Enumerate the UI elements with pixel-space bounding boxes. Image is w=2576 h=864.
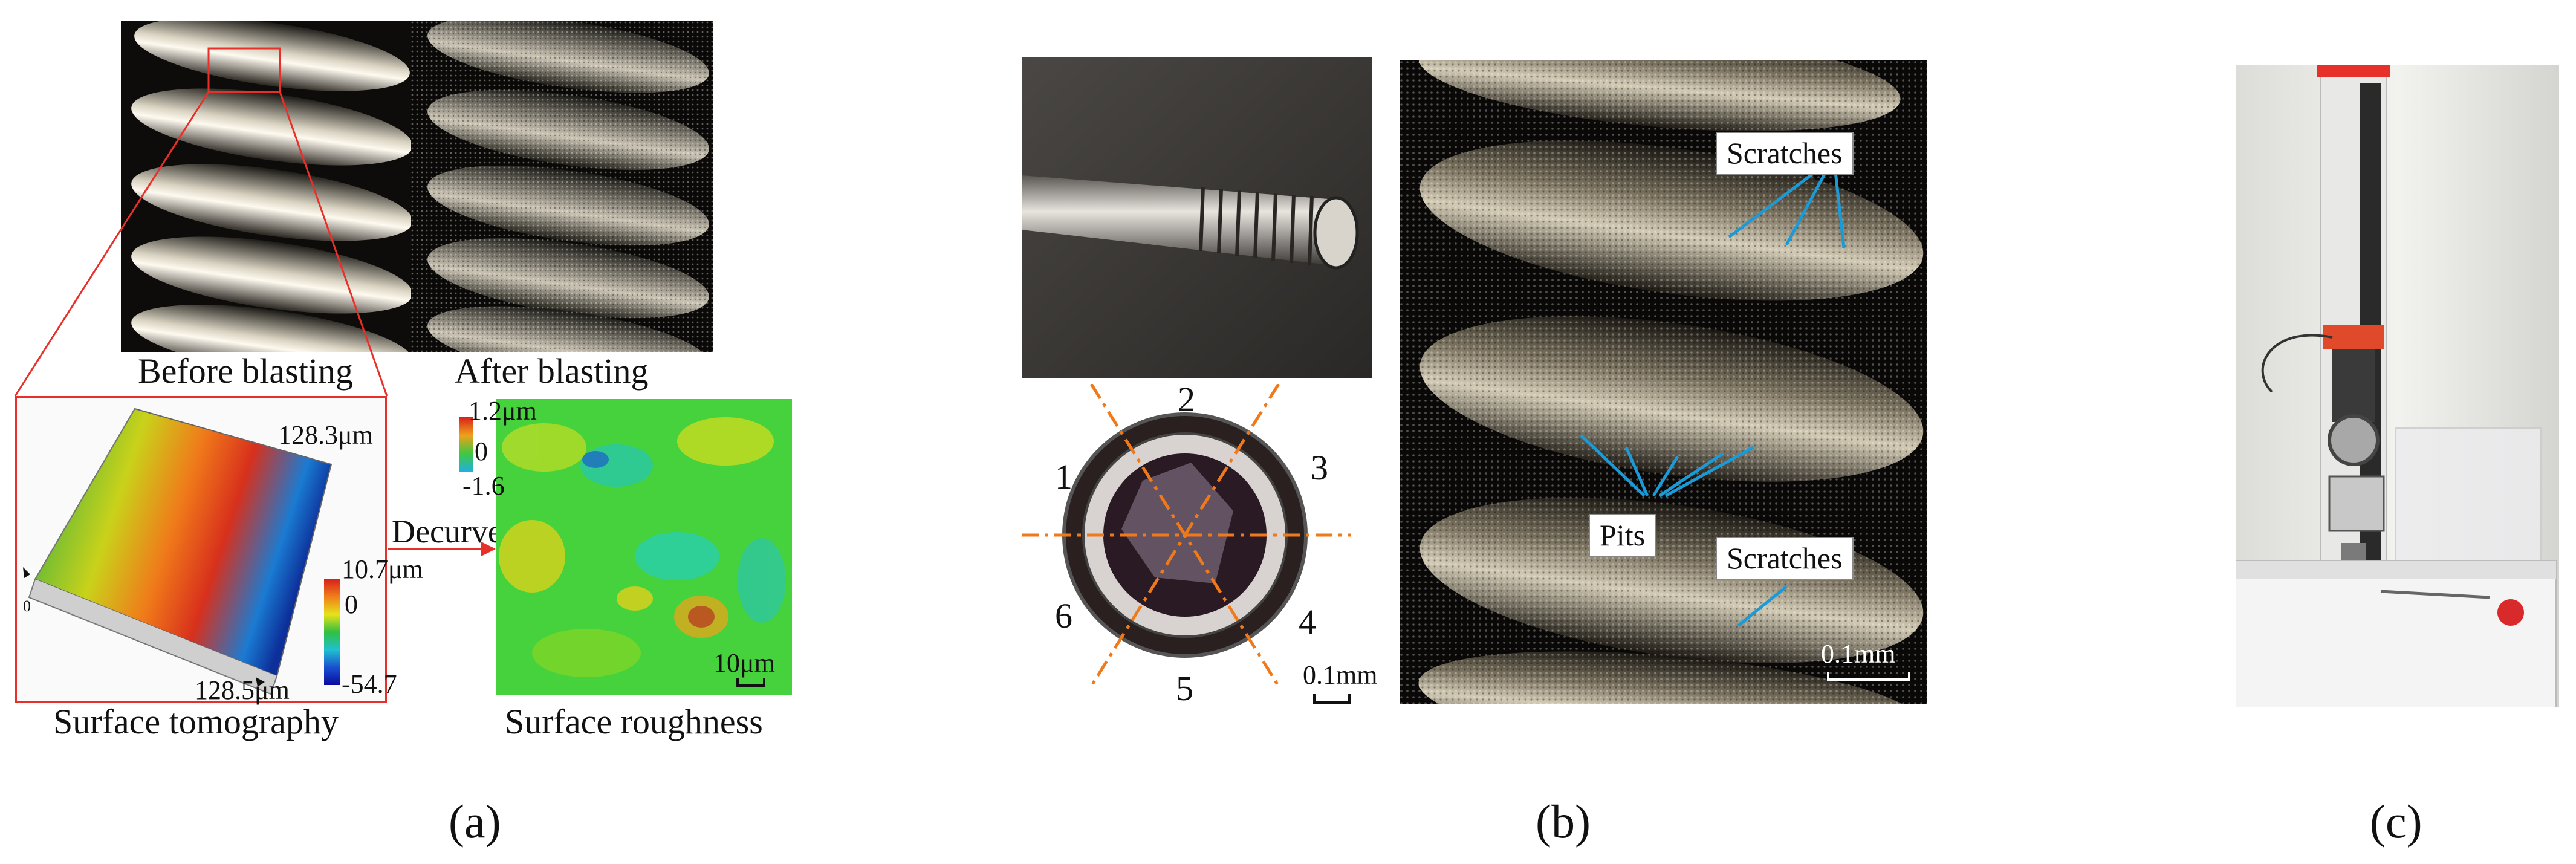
- cross-section-scalebar: [1313, 694, 1351, 704]
- roughness-scale-mid: 0: [475, 437, 488, 466]
- zoom-connector-lines: [14, 47, 496, 556]
- roughness-scalebar-label: 10μm: [713, 648, 775, 678]
- roughness-scale-max: 1.2μm: [469, 396, 537, 426]
- tomography-scale-max: 10.7μm: [342, 554, 423, 584]
- tomography-scale-min: -54.7: [342, 669, 397, 699]
- micrograph-scalebar: [1827, 672, 1910, 681]
- roughness-scalebar: [736, 678, 765, 687]
- tomography-scale-mid: 0: [345, 590, 358, 619]
- cross-section-scalebar-label: 0.1mm: [1303, 660, 1378, 690]
- micrograph-scalebar-label: 0.1mm: [1821, 639, 1896, 669]
- surface-tomography-label: Surface tomography: [53, 702, 339, 741]
- section-number-6: 6: [1055, 596, 1072, 635]
- tomography-axis-origin: 0: [23, 597, 31, 615]
- surface-tomography-box: [15, 396, 387, 703]
- scratches-callout-bottom: Scratches: [1716, 537, 1854, 580]
- tensile-testing-machine-photo: [2236, 65, 2559, 707]
- decurve-label: Decurve: [392, 513, 502, 550]
- roughness-scale-min: -1.6: [462, 471, 505, 501]
- section-number-5: 5: [1176, 669, 1193, 708]
- after-blasting-label: After blasting: [455, 351, 649, 391]
- section-number-3: 3: [1311, 448, 1328, 487]
- scratches-callout-top: Scratches: [1716, 132, 1854, 175]
- tomography-size-top: 128.3μm: [278, 420, 373, 450]
- section-number-2: 2: [1178, 380, 1195, 419]
- pits-callout: Pits: [1589, 514, 1656, 557]
- surface-roughness-map: [496, 399, 792, 695]
- tomography-size-bottom: 128.5μm: [195, 675, 290, 705]
- section-number-4: 4: [1299, 602, 1316, 642]
- after-blasting-photo: [411, 21, 713, 352]
- section-number-1: 1: [1055, 457, 1072, 496]
- panel-b-letter: (b): [1536, 795, 1591, 848]
- before-blasting-label: Before blasting: [138, 351, 353, 391]
- panel-a-letter: (a): [449, 795, 501, 848]
- screw-cross-section: [1022, 384, 1351, 687]
- panel-c-letter: (c): [2370, 795, 2422, 848]
- before-blasting-photo: [121, 21, 411, 352]
- tomography-3d-plot: [23, 408, 333, 695]
- screw-side-photo: [1022, 57, 1372, 378]
- tomography-colorbar: [324, 579, 340, 685]
- roughness-colorbar: [459, 417, 473, 472]
- surface-roughness-label: Surface roughness: [505, 702, 763, 741]
